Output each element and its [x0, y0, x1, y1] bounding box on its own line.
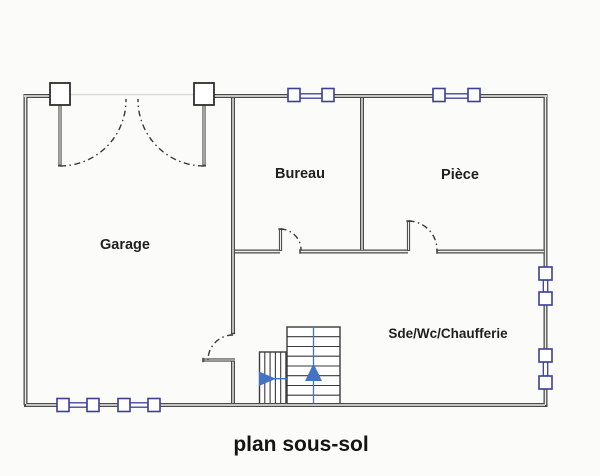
- bureau-door: [278, 228, 302, 251]
- garage-inner-door: [202, 334, 235, 363]
- garage-double-door: [49, 82, 215, 167]
- garage-door-swing-arc-right: [137, 98, 205, 167]
- garage-door-swing-arc-left: [59, 98, 127, 167]
- room-label-piece: Pièce: [441, 167, 479, 183]
- window-piece-top: [432, 87, 481, 103]
- windows: [56, 87, 553, 413]
- room-label-sde-wc-chaufferie: Sde/Wc/Chaufferie: [388, 326, 508, 341]
- window-garage-bottom-2: [117, 397, 161, 413]
- wall-end-caps: [230, 249, 438, 335]
- plan-title: plan sous-sol: [233, 433, 368, 456]
- garage-door-post-right: [193, 82, 215, 106]
- stair-arrow-up-icon: [305, 363, 322, 381]
- window-right-upper: [538, 266, 553, 306]
- garage-door-post-left: [49, 82, 71, 106]
- window-garage-bottom-1: [56, 397, 100, 413]
- stair-arrow-right-icon: [259, 371, 276, 386]
- garage-door-leaf-left: [58, 105, 62, 167]
- window-bureau-top: [287, 87, 335, 103]
- room-label-garage: Garage: [100, 237, 150, 253]
- piece-door-swing-arc: [408, 220, 438, 251]
- window-right-lower: [538, 348, 553, 390]
- wall-light-centers: [24, 95, 547, 406]
- staircase: [258, 326, 341, 406]
- piece-door: [406, 220, 438, 251]
- garage-inner-door-swing-arc: [207, 334, 234, 361]
- room-label-bureau: Bureau: [275, 166, 325, 182]
- garage-door-leaf-right: [202, 105, 206, 167]
- bureau-door-swing-arc: [280, 228, 302, 251]
